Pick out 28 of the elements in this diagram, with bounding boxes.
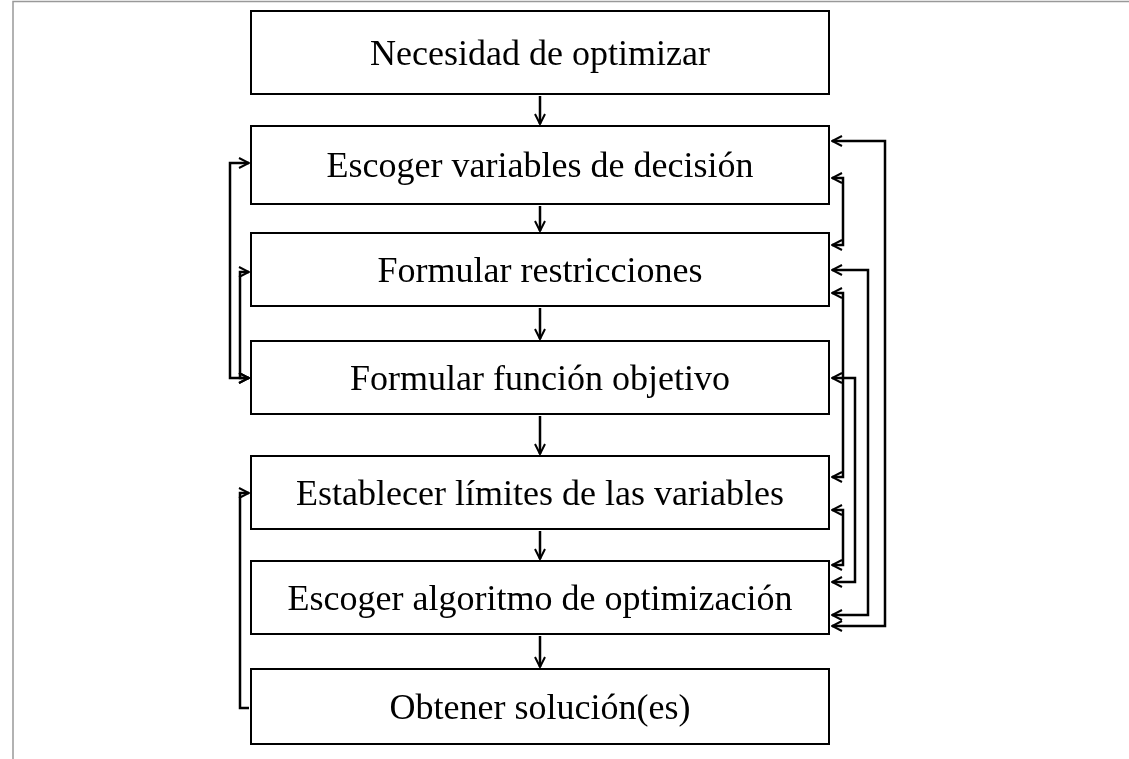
step-label: Establecer límites de las variables [296, 471, 784, 514]
arrow [238, 487, 250, 710]
process-box [250, 125, 830, 205]
arrow [238, 266, 250, 384]
process-box [250, 10, 830, 95]
step-label: Escoger algoritmo de optimización [287, 576, 793, 619]
arrow [534, 636, 546, 668]
process-box [250, 232, 830, 307]
arrow [534, 308, 546, 340]
arrow [534, 531, 546, 560]
process-box [250, 340, 830, 415]
arrow [831, 172, 845, 251]
step-label: Obtener solución(es) [389, 685, 691, 728]
step-label: Necesidad de optimizar [370, 31, 710, 74]
step-label: Formular función objetivo [350, 356, 730, 399]
arrow [831, 135, 887, 632]
step-label: Formular restricciones [377, 248, 703, 291]
arrow [534, 96, 546, 125]
process-box [250, 455, 830, 530]
arrow [831, 504, 845, 571]
arrow [831, 264, 870, 621]
arrow [534, 206, 546, 232]
arrow [831, 372, 857, 588]
process-box [250, 560, 830, 635]
process-box [250, 668, 830, 745]
arrow [831, 287, 845, 483]
step-label: Escoger variables de decisión [326, 144, 754, 186]
arrow [534, 416, 546, 455]
